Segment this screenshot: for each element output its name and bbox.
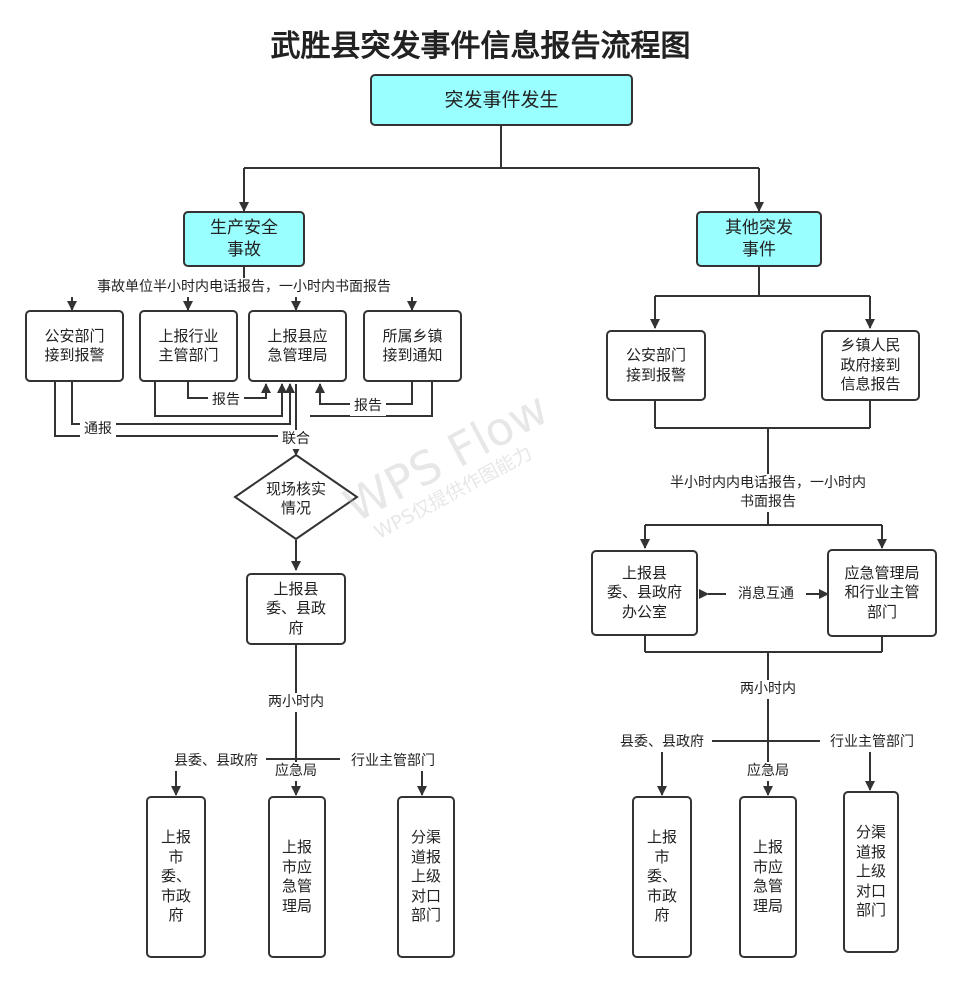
label-industry-right: 行业主管部门 <box>820 733 924 752</box>
node-county-emergency: 上报县应 急管理局 <box>248 310 347 382</box>
node-verify: 现场核实 情况 <box>265 480 326 517</box>
decision-diamond <box>233 453 359 541</box>
node-other-events: 其他突发 事件 <box>696 211 822 267</box>
label-emergency-right: 应急局 <box>740 762 796 781</box>
page-title: 武胜县突发事件信息报告流程图 <box>270 29 691 64</box>
node-industry-dept: 上报行业 主管部门 <box>139 310 238 382</box>
label-notify: 通报 <box>80 420 116 439</box>
node-city-gov-left: 上报 市 委、 市政 府 <box>146 796 206 958</box>
node-police-right: 公安部门 接到报警 <box>606 330 706 401</box>
node-city-emergency-right: 上报 市应 急管 理局 <box>739 796 797 958</box>
node-county-gov-left: 上报县 委、县政 府 <box>246 573 346 645</box>
label-two-hours-left: 两小时内 <box>258 693 334 712</box>
label-report-1: 报告 <box>208 391 244 410</box>
label-industry-left: 行业主管部门 <box>340 752 446 771</box>
node-township-gov: 乡镇人民 政府接到 信息报告 <box>821 330 920 401</box>
node-city-gov-right: 上报 市 委、 市政 府 <box>632 796 692 958</box>
node-start: 突发事件发生 <box>370 74 633 126</box>
label-county-gov-right: 县委、县政府 <box>612 733 712 752</box>
label-exchange: 消息互通 <box>726 585 806 604</box>
label-two-hours-right: 两小时内 <box>730 680 806 699</box>
label-report-2: 报告 <box>350 397 386 416</box>
node-city-emergency-left: 上报 市应 急管 理局 <box>268 796 326 958</box>
node-channel-left: 分渠 道报 上级 对口 部门 <box>397 796 455 958</box>
label-accident-report: 事故单位半小时内电话报告，一小时内书面报告 <box>56 278 432 297</box>
label-half-hour-right: 半小时内内电话报告，一小时内 书面报告 <box>628 474 908 512</box>
node-police-left: 公安部门 接到报警 <box>25 310 124 382</box>
label-county-gov-left: 县委、县政府 <box>166 752 266 771</box>
node-county-office: 上报县 委、县政府 办公室 <box>591 550 698 636</box>
node-emergency-industry: 应急管理局 和行业主管 部门 <box>827 549 937 637</box>
label-emergency-left: 应急局 <box>268 762 324 781</box>
node-township-notified: 所属乡镇 接到通知 <box>363 310 462 382</box>
node-production-safety: 生产安全 事故 <box>183 211 305 267</box>
node-channel-right: 分渠 道报 上级 对口 部门 <box>843 791 899 953</box>
label-joint: 联合 <box>278 430 314 449</box>
